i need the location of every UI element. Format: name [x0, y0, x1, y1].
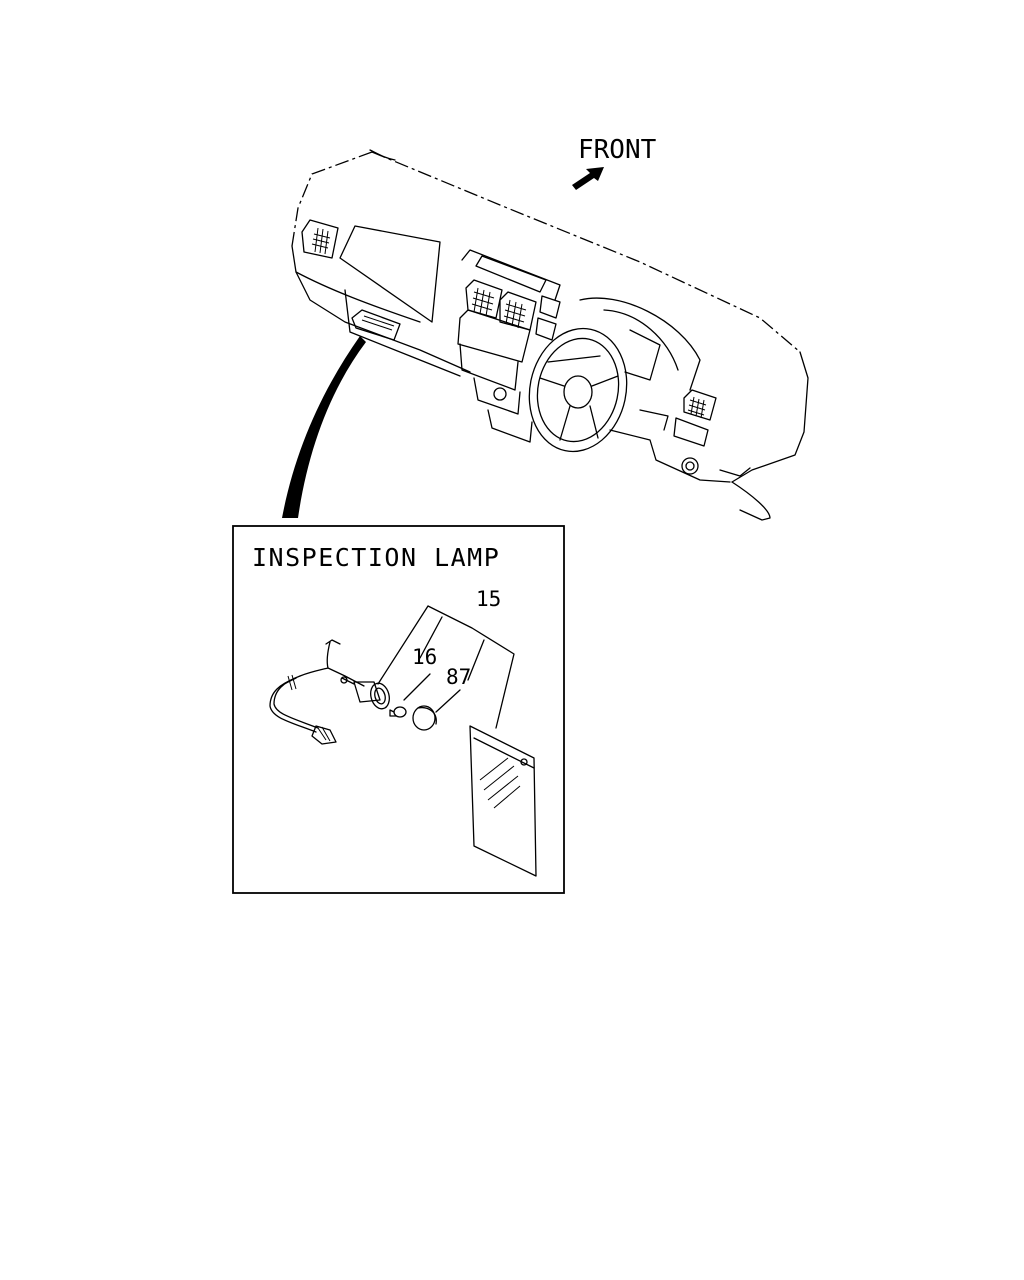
callout-87: 87: [446, 665, 471, 689]
front-label: FRONT: [578, 135, 657, 165]
inset-title: INSPECTION LAMP: [252, 543, 500, 572]
front-arrow-icon: [572, 167, 604, 190]
inset-frame: [232, 525, 565, 894]
callout-16: 16: [412, 645, 437, 669]
dashboard-illustration: [291, 149, 809, 521]
callout-pointer: [282, 336, 366, 518]
inspection-lamp-parts: [269, 605, 537, 877]
callout-15: 15: [476, 587, 501, 611]
